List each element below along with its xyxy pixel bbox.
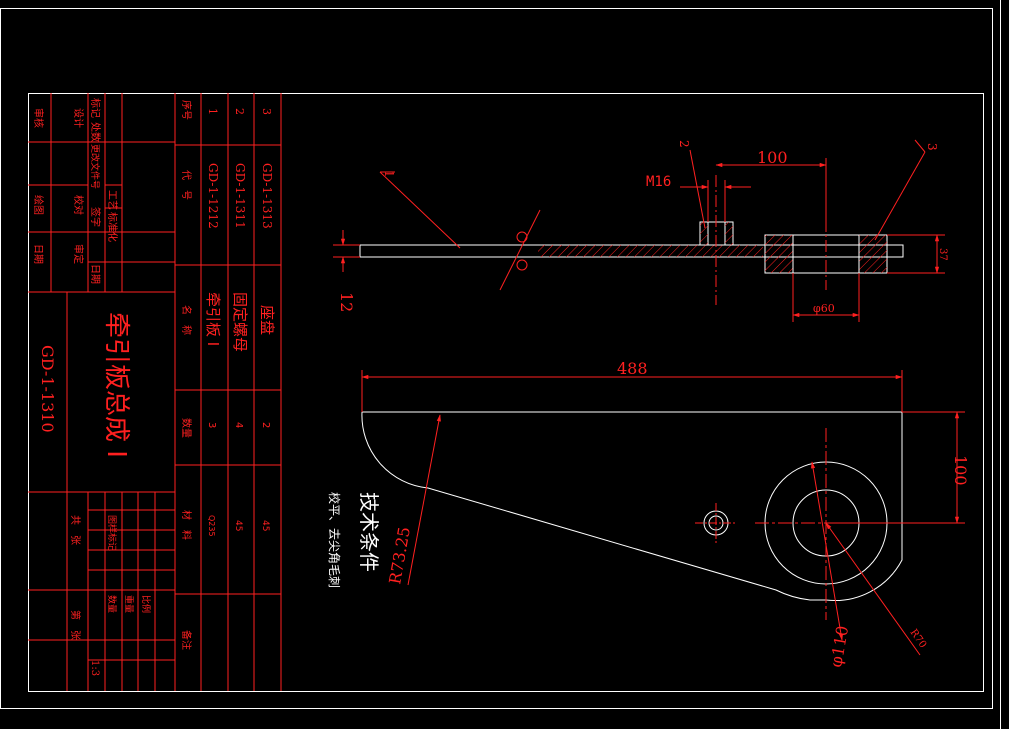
- side-view: 1 2 3 100 M16 12 37 φ60: [333, 139, 948, 322]
- tb-hdr-code: 代 号: [180, 170, 192, 200]
- dim-r-small: R70: [908, 627, 929, 650]
- tb-sign-c1-1: 绘图: [32, 195, 45, 215]
- tb-part1-mat: Q235: [207, 515, 216, 537]
- tb-sign-c3-4: 日期: [89, 264, 101, 284]
- tb-sign-c1-2: 日期: [32, 244, 44, 264]
- tb-sign-c2-2: 审定: [72, 244, 85, 264]
- tb-part1-qty: 3: [206, 422, 217, 428]
- tb-scale-value: 1:3: [89, 660, 100, 676]
- tb-sign-c3-3: 签字: [89, 207, 102, 227]
- tb-stage-mark: 图样标记: [106, 515, 118, 551]
- tb-sign-c4-0: 工艺: [106, 190, 118, 210]
- tb-part3-mat: 45: [260, 520, 270, 531]
- tb-part1-seq: 1: [206, 108, 219, 115]
- tb-part-name: 牵引板总成 I: [101, 312, 131, 458]
- tb-hdr-note: 备注: [180, 630, 193, 650]
- tb-sign-c3-2: 更改文件号: [89, 144, 101, 189]
- tb-part2-seq: 2: [233, 108, 246, 115]
- tb-weight-label: 重量: [123, 595, 135, 613]
- dim-m16: M16: [646, 174, 671, 190]
- inner-frame: [28, 93, 984, 692]
- title-block: [28, 93, 282, 691]
- tb-sign-c4-1: 标准化: [106, 212, 119, 242]
- tb-scale-label: 比例: [140, 595, 152, 613]
- tb-hdr-qty: 数量: [180, 418, 193, 438]
- tb-sign-c2-1: 校对: [72, 195, 85, 215]
- tb-hdr-seq: 序号: [180, 100, 193, 120]
- tech-note: 校平、去尖角毛刺: [327, 492, 342, 588]
- balloon-1: 1: [382, 170, 396, 178]
- tb-sign-c3-0: 标记: [89, 98, 101, 118]
- dim-37: 37: [937, 248, 948, 261]
- dim-phi110: φ110: [826, 624, 852, 668]
- dim-488: 488: [617, 359, 648, 378]
- plate-section-hatch: [538, 245, 763, 257]
- tech-title: 技术条件: [357, 492, 381, 572]
- tb-part1-code: GD-1-1212: [206, 163, 220, 229]
- tb-qty-label: 数量: [106, 595, 118, 613]
- front-view: 488 100 R73.25 φ110 R70 技术条件 校平、去尖角毛刺: [327, 359, 970, 669]
- dim-100-side: 100: [951, 455, 970, 486]
- balloon-3: 3: [925, 143, 939, 151]
- plate-profile: [361, 411, 903, 601]
- tb-sheet-no: 第 张: [69, 610, 82, 640]
- tb-hdr-name: 名 称: [180, 305, 193, 335]
- tb-sign-c1-0: 审核: [32, 108, 45, 128]
- dim-100-top: 100: [757, 148, 788, 167]
- tb-part1-name: 牵引板 I: [204, 292, 222, 346]
- tb-part3-code: GD-1-1313: [260, 163, 274, 229]
- tb-part2-mat: 45: [233, 520, 243, 531]
- tb-part2-code: GD-1-1311: [233, 163, 247, 229]
- dim-phi60: φ60: [813, 302, 835, 315]
- tb-part2-name: 固定螺母: [231, 292, 249, 352]
- tb-hdr-mat: 材 料: [180, 510, 193, 540]
- tb-sign-c2-0: 设计: [72, 108, 85, 128]
- tb-sheet-total: 共 张: [69, 515, 81, 545]
- tb-part3-name: 座盘: [258, 305, 276, 335]
- tb-part2-qty: 4: [233, 422, 244, 428]
- outer-frame: [0, 8, 993, 709]
- balloon-2: 2: [677, 140, 691, 148]
- dim-12: 12: [337, 292, 356, 312]
- tb-part3-qty: 2: [260, 422, 271, 428]
- tb-sign-c3-1: 处数: [89, 122, 102, 142]
- tb-drawing-number: GD-1-1310: [38, 345, 57, 433]
- tb-part3-seq: 3: [260, 108, 273, 115]
